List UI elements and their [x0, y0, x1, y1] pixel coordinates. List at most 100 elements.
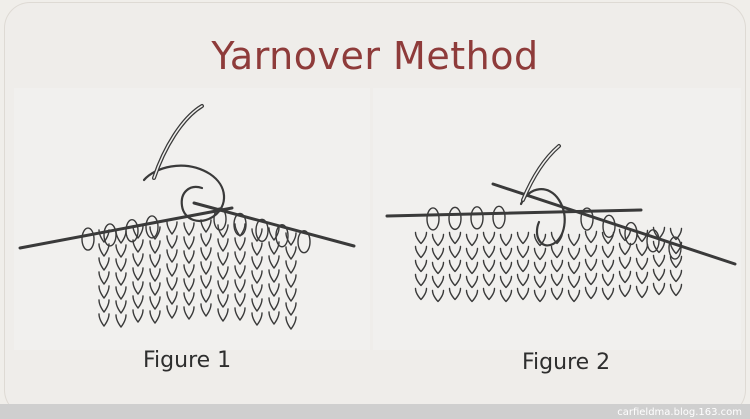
knit-stitch — [149, 282, 161, 296]
knit-stitch — [584, 230, 598, 244]
knit-stitch — [251, 228, 263, 242]
needle-loops-left — [81, 207, 311, 254]
knit-stitch — [550, 273, 564, 287]
knit-stitch — [601, 273, 615, 287]
needle-loop — [602, 214, 616, 238]
knit-stitch — [550, 287, 564, 301]
knit-stitch — [268, 311, 280, 325]
knit-stitch — [200, 261, 212, 275]
knit-stitch — [149, 268, 161, 282]
knit-stitch — [635, 257, 649, 271]
knit-stitch — [183, 222, 195, 236]
knit-stitch — [234, 307, 246, 321]
knit-stitch — [669, 283, 683, 297]
knit-stitch — [200, 275, 212, 289]
knit-stitch — [465, 247, 479, 261]
knit-stitch — [200, 289, 212, 303]
knit-stitch — [635, 285, 649, 299]
knit-stitch — [183, 264, 195, 278]
knit-stitch — [183, 250, 195, 264]
knit-stitch — [448, 259, 462, 273]
needle-loop — [580, 207, 594, 231]
knit-stitch — [567, 261, 581, 275]
right-needle — [491, 182, 737, 266]
knit-stitch — [268, 269, 280, 283]
knit-stitch — [251, 284, 263, 298]
knit-stitch — [482, 273, 496, 287]
footer-bar: carfieldma.blog.163.com — [0, 404, 750, 419]
knit-stitch — [465, 289, 479, 303]
knit-stitch — [98, 285, 110, 299]
needle-loop — [668, 236, 682, 260]
knit-stitch — [465, 233, 479, 247]
needle-loop — [297, 229, 311, 254]
needle-loop — [492, 205, 506, 230]
needle-loop — [145, 215, 159, 239]
knit-stitch — [567, 289, 581, 303]
knit-stitch — [584, 272, 598, 286]
knit-stitch — [268, 241, 280, 255]
working-yarn-highlight — [153, 105, 203, 179]
knit-stitch — [618, 242, 632, 256]
knit-stitch — [550, 245, 564, 259]
knit-stitch — [200, 233, 212, 247]
knit-stitch — [601, 259, 615, 273]
yarnover-loop — [519, 188, 566, 247]
knit-stitch — [115, 244, 127, 258]
knit-stitch — [533, 247, 547, 261]
knit-stitch — [465, 261, 479, 275]
knit-stitch — [149, 310, 161, 324]
working-yarn-loop — [142, 164, 226, 223]
knit-stitch — [669, 269, 683, 283]
needle-loop — [275, 224, 289, 248]
knit-stitch — [285, 302, 297, 316]
knit-stitch — [115, 300, 127, 314]
knit-stitch — [234, 251, 246, 265]
needle-loop — [81, 227, 95, 251]
knit-stitch — [431, 233, 445, 247]
page-title: Yarnover Method — [211, 34, 539, 78]
knit-fabric-left — [98, 219, 297, 330]
knit-stitch — [285, 288, 297, 302]
knit-stitch — [166, 277, 178, 291]
knit-stitch — [285, 316, 297, 330]
knit-stitch — [183, 306, 195, 320]
needle-loop — [213, 207, 227, 231]
knit-stitch — [465, 275, 479, 289]
knit-stitch — [132, 295, 144, 309]
needle-loop — [448, 206, 462, 231]
knit-stitch — [217, 224, 229, 238]
knit-stitch — [669, 227, 683, 241]
knit-stitch — [669, 255, 683, 269]
knit-stitch — [268, 297, 280, 311]
figure-2-drawing — [385, 144, 737, 303]
knit-stitch — [652, 254, 666, 268]
knit-stitch — [251, 298, 263, 312]
knit-stitch — [166, 263, 178, 277]
knit-stitch — [448, 231, 462, 245]
knit-stitch — [166, 235, 178, 249]
knit-stitch — [482, 287, 496, 301]
knit-stitch — [115, 272, 127, 286]
knit-stitch — [115, 230, 127, 244]
knit-stitch — [251, 256, 263, 270]
knit-stitch — [482, 259, 496, 273]
knit-stitch — [652, 268, 666, 282]
needle-loop — [125, 219, 139, 243]
knit-stitch — [234, 293, 246, 307]
knit-stitch — [132, 281, 144, 295]
working-yarn-strand — [521, 144, 561, 202]
figure-1-illustration — [14, 88, 370, 350]
knit-stitch — [285, 246, 297, 260]
knit-stitch — [618, 256, 632, 270]
knit-stitch — [652, 282, 666, 296]
knit-stitch — [217, 308, 229, 322]
knit-stitch — [584, 258, 598, 272]
knit-stitch — [166, 305, 178, 319]
knit-stitch — [567, 233, 581, 247]
knit-stitch — [268, 255, 280, 269]
needle-loop — [255, 218, 269, 243]
knit-stitch — [499, 233, 513, 247]
knit-stitch — [217, 266, 229, 280]
knit-stitch — [217, 238, 229, 252]
